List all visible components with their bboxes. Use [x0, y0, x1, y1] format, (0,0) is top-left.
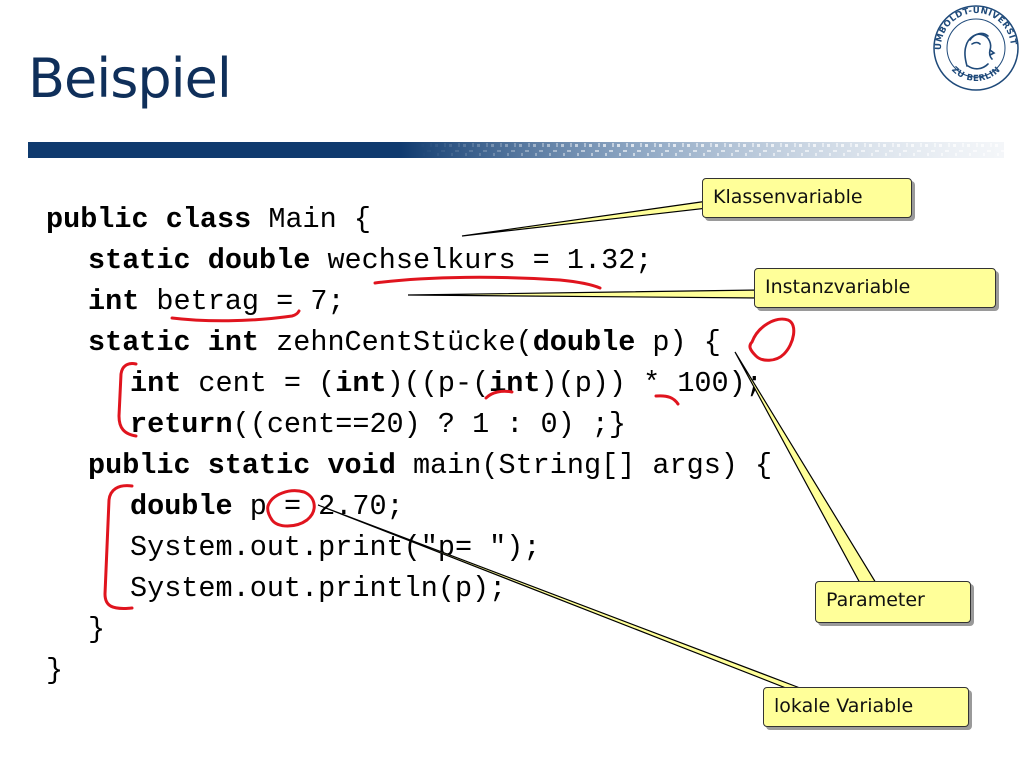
- code-line-class-declaration: public class Main {: [46, 203, 371, 236]
- code-line-return: return((cent==20) ? 1 : 0) ;}: [130, 408, 626, 441]
- callout-instanzvariable: Instanzvariable: [754, 268, 996, 308]
- code-line-main-signature: public static void main(String[] args) {: [88, 449, 773, 482]
- university-seal-logo: HUMBOLDT-UNIVERSITÄT ZU BERLIN: [932, 4, 1019, 91]
- code-line-print: System.out.print("p= ");: [130, 531, 541, 564]
- code-line-close-class: }: [46, 654, 64, 687]
- code-line-println: System.out.println(p);: [130, 572, 507, 605]
- callout-parameter: Parameter: [815, 581, 971, 623]
- code-line-method-signature: static int zehnCentStücke(double p) {: [88, 326, 721, 359]
- code-line-cent-assignment: int cent = (int)((p-(int)(p)) * 100);: [130, 367, 763, 400]
- slide-title: Beispiel: [28, 47, 232, 110]
- code-line-close-method: }: [88, 613, 106, 646]
- code-line-local-variable: double p = 2.70;: [130, 490, 404, 523]
- portrait-icon: [964, 32, 996, 70]
- callout-lokale-variable: lokale Variable: [763, 687, 969, 727]
- code-line-static-field: static double wechselkurs = 1.32;: [88, 244, 653, 277]
- code-line-instance-field: int betrag = 7;: [88, 285, 345, 318]
- callout-klassenvariable: Klassenvariable: [702, 178, 912, 218]
- header-band: [28, 142, 1004, 158]
